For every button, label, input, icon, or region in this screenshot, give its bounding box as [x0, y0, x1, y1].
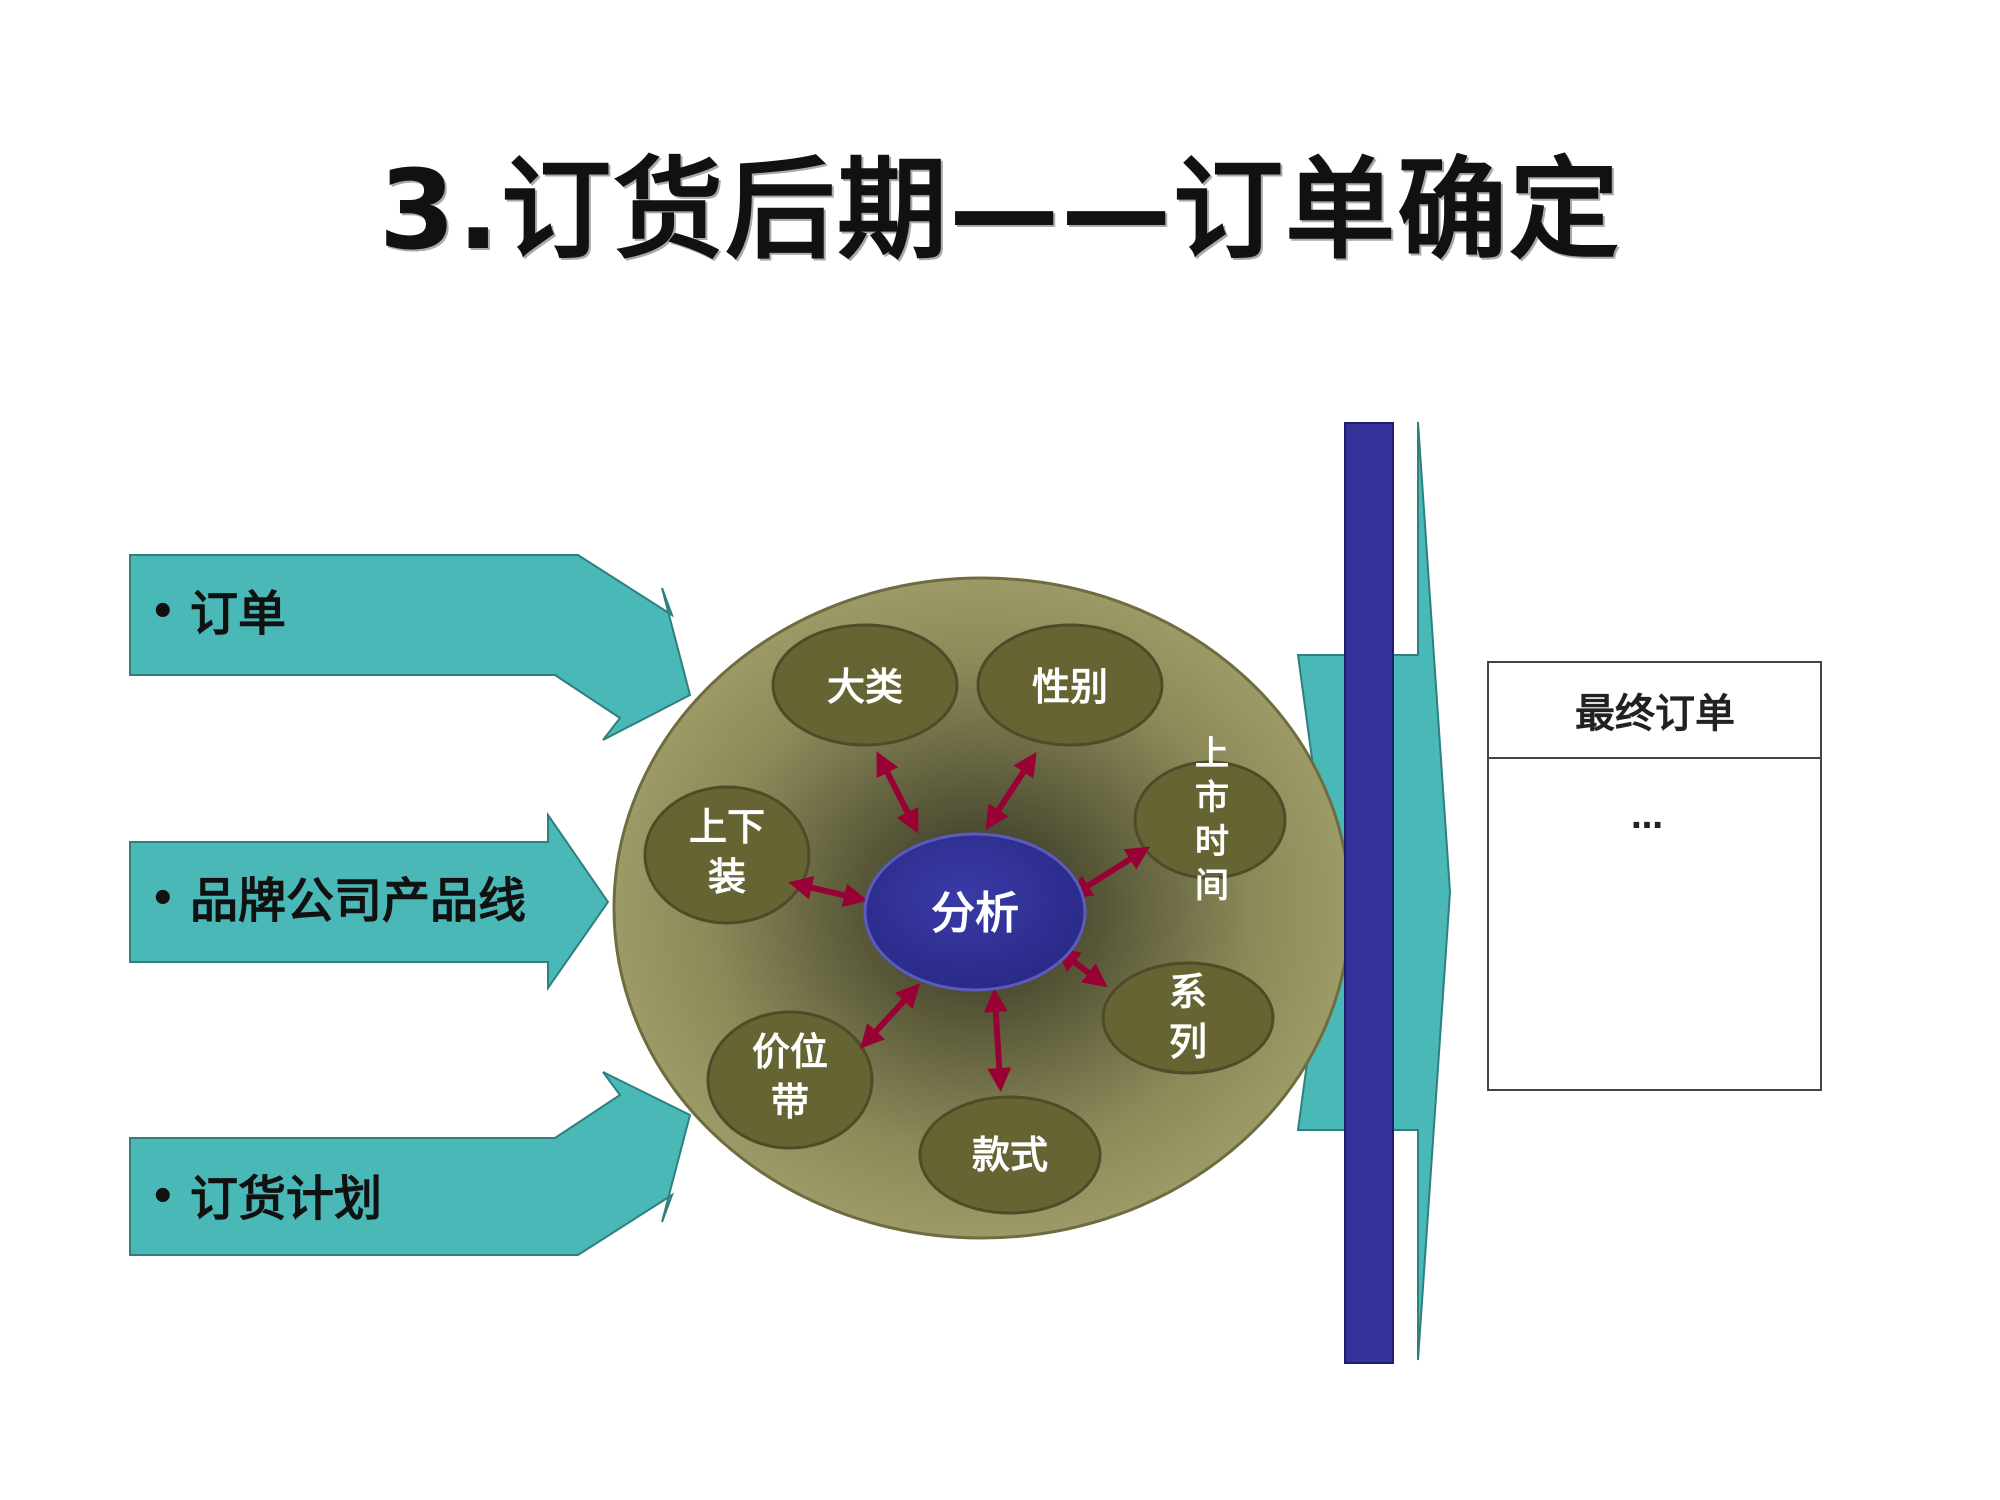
connector-arrow — [1055, 947, 1108, 988]
factor-node-price-band: 价位带 — [706, 1010, 874, 1150]
factor-label: 大类 — [827, 665, 903, 709]
factor-label-line: 上 — [1195, 734, 1229, 774]
bullet: • — [150, 876, 176, 922]
final-order-box: 最终订单 … — [1487, 661, 1822, 1091]
factor-label: 系列 — [1169, 970, 1207, 1064]
factor-label-line: 价位 — [752, 1030, 828, 1074]
factor-label-line: 时 — [1195, 822, 1229, 862]
factor-label: 价位带 — [752, 1030, 828, 1124]
factor-label-line: 带 — [771, 1080, 809, 1124]
connector-arrow — [985, 751, 1037, 831]
bullet: • — [150, 1174, 176, 1220]
connector-arrow — [876, 751, 919, 834]
factor-label-line: 系 — [1169, 970, 1207, 1014]
factor-label-line: 列 — [1169, 1020, 1207, 1064]
factor-label: 上下装 — [689, 805, 765, 899]
divider-bar — [1344, 422, 1394, 1364]
center-analysis-node: 分析 — [863, 832, 1087, 992]
factor-label-line: 上下 — [689, 805, 765, 849]
factor-node-top-bottom: 上下装 — [643, 785, 811, 925]
factor-label-line: 市 — [1195, 778, 1229, 818]
connector-arrow — [983, 988, 1012, 1092]
factor-label-line: 间 — [1195, 866, 1229, 906]
factor-label-line: 装 — [708, 855, 746, 899]
page-title: 3.订货后期——订单确定 — [378, 146, 1622, 274]
center-label: 分析 — [931, 888, 1019, 939]
final-order-body: … — [1631, 798, 1663, 836]
final-order-header: 最终订单 — [1575, 691, 1735, 737]
factor-label: 性别 — [1032, 665, 1108, 709]
factor-node-category: 大类 — [771, 623, 959, 747]
connector-arrows — [788, 751, 1151, 1092]
bullet: • — [150, 589, 176, 635]
factor-label: 款式 — [972, 1133, 1048, 1177]
factor-node-style: 款式 — [918, 1095, 1102, 1215]
input-arrow-order-plan: • 订货计划 — [129, 1071, 692, 1256]
input-arrow-product-line: • 品牌公司产品线 — [129, 811, 610, 992]
input-arrow-order: • 订单 — [129, 554, 692, 741]
input-label-order-plan: 订货计划 — [190, 1171, 382, 1227]
connector-arrow — [859, 983, 921, 1049]
factor-node-series: 系列 — [1101, 961, 1275, 1075]
factor-label: 上市时间 — [1195, 734, 1229, 906]
input-label-product-line: 品牌公司产品线 — [190, 873, 526, 929]
factor-node-gender: 性别 — [976, 623, 1164, 747]
input-label-order: 订单 — [190, 586, 286, 642]
connector-arrow — [788, 876, 868, 907]
connector-arrow — [1067, 846, 1151, 899]
factor-node-launch-time: 上市时间 — [1133, 734, 1287, 906]
